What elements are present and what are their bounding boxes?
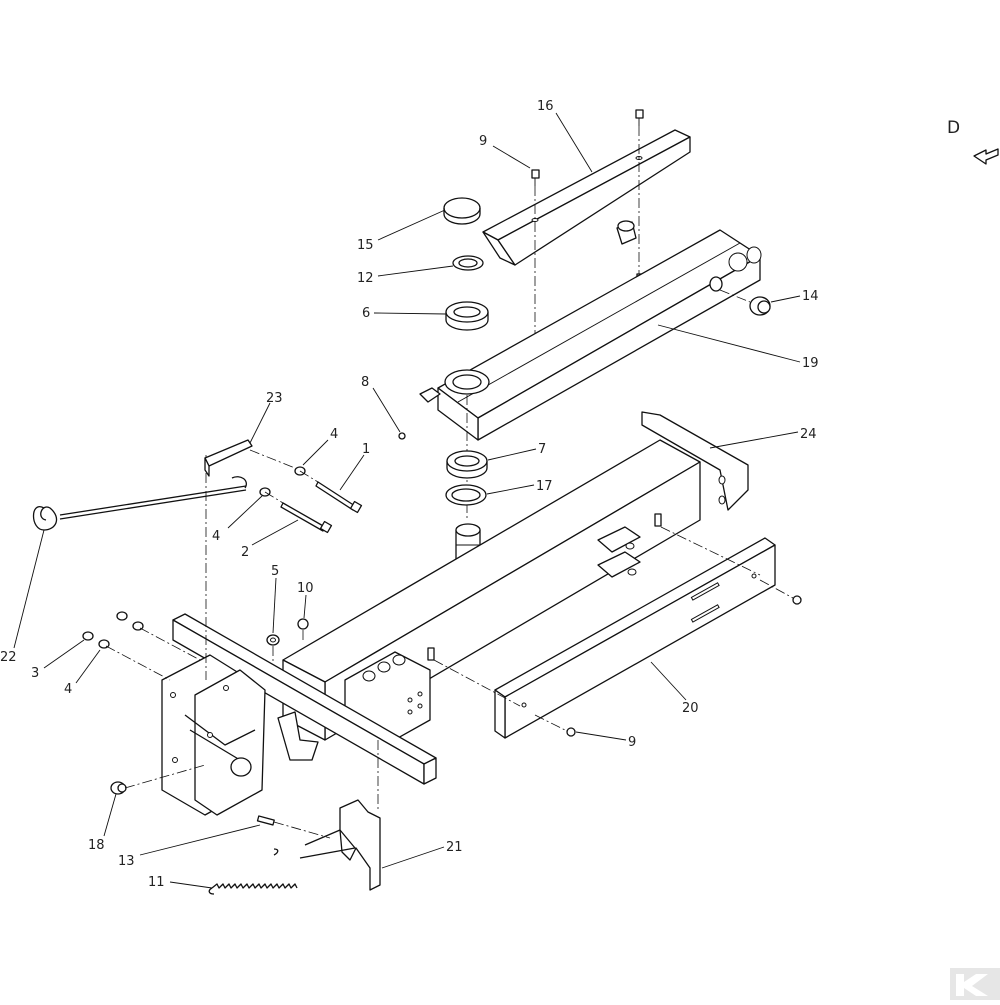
svg-text:6: 6 [362,306,370,321]
callout-4-middle: 4 [212,495,263,544]
callout-20: 20 [650,661,699,716]
callout-6: 6 [362,306,447,321]
part-24-stud [654,513,662,527]
callout-8: 8 [361,375,401,433]
svg-text:11: 11 [148,875,165,890]
svg-text:5: 5 [271,564,279,579]
svg-text:18: 18 [88,838,105,853]
part-19-swing-arm [419,220,762,441]
part-12-seal-ring [452,255,484,271]
svg-text:12: 12 [357,271,374,286]
svg-text:20: 20 [682,701,699,716]
callout-17: 17 [486,479,553,495]
part-1-bolt [315,481,363,514]
part-24-stud-2 [427,647,435,661]
svg-text:4: 4 [330,427,338,442]
part-18-plug [110,781,127,795]
part-9-bolt-top [531,169,540,186]
part-14-bushing [749,296,771,316]
callout-22: 22 [0,529,45,665]
part-24-main-frame [282,411,749,749]
callout-3: 3 [31,639,85,681]
svg-text:17: 17 [536,479,553,494]
svg-text:9: 9 [628,735,636,750]
part-17-seal-ring [445,484,487,506]
part-9-bolt-rail-left [566,727,576,737]
svg-text:23: 23 [266,391,283,406]
callout-13: 13 [118,824,261,869]
part-2-bolt [280,502,333,534]
callout-9-top: 9 [479,134,531,169]
part-11-tension-spring [208,848,298,895]
svg-text:22: 22 [0,650,17,665]
part-6-bearing [445,301,489,331]
callout-4-lower: 4 [64,649,101,697]
callout-10: 10 [297,581,314,619]
svg-text:7: 7 [538,442,546,457]
callout-19: 19 [657,324,819,371]
svg-text:1: 1 [362,442,370,457]
left-bracket-plate [161,654,266,816]
svg-text:15: 15 [357,238,374,253]
svg-text:4: 4 [64,682,72,697]
callout-23: 23 [249,391,283,444]
part-3-nut [82,631,94,641]
callout-4-upper: 4 [302,427,338,466]
svg-text:14: 14 [802,289,819,304]
callout-21: 21 [381,840,463,869]
svg-text:4: 4 [212,529,220,544]
callout-2: 2 [241,519,299,560]
callout-12: 12 [357,265,454,286]
view-direction-arrow-icon [973,148,999,165]
callout-18: 18 [88,793,117,853]
callout-16: 16 [537,99,593,173]
part-9-bolt-rail-right [792,595,802,605]
svg-text:3: 3 [31,666,39,681]
callout-14: 14 [770,289,819,304]
callout-15: 15 [357,209,446,253]
callout-9-bottom: 9 [575,731,636,750]
svg-text:16: 16 [537,99,554,114]
part-10-nut [297,618,309,630]
bracket-hook [277,711,319,761]
part-23-latch-plate [204,439,253,489]
part-16-channel-cover [482,129,691,266]
part-20-side-rail [494,537,776,739]
svg-text:10: 10 [297,581,314,596]
part-9-bolt-top-right [635,109,644,126]
part-22-lynch-pin [32,485,247,531]
part-21-hook-bracket [299,799,381,891]
nut-pair-top [116,611,144,631]
svg-text:21: 21 [446,840,463,855]
svg-text:13: 13 [118,854,135,869]
callout-24: 24 [709,427,817,449]
part-5-washer [266,634,280,646]
front-cross-tube [172,613,437,785]
kramp-logo-icon [950,968,1000,1000]
part-8-grease-nipple [398,432,406,440]
part-7-bearing [446,450,488,479]
svg-text:9: 9 [479,134,487,149]
callout-11: 11 [148,875,213,890]
callout-7: 7 [487,442,546,461]
callout-5: 5 [271,564,279,634]
part-13-pin [256,815,275,826]
svg-text:2: 2 [241,545,249,560]
callout-1: 1 [339,442,370,491]
svg-text:8: 8 [361,375,369,390]
svg-text:24: 24 [800,427,817,442]
part-15-cap [443,197,481,225]
view-marker-letter: D [947,118,960,138]
svg-text:19: 19 [802,356,819,371]
